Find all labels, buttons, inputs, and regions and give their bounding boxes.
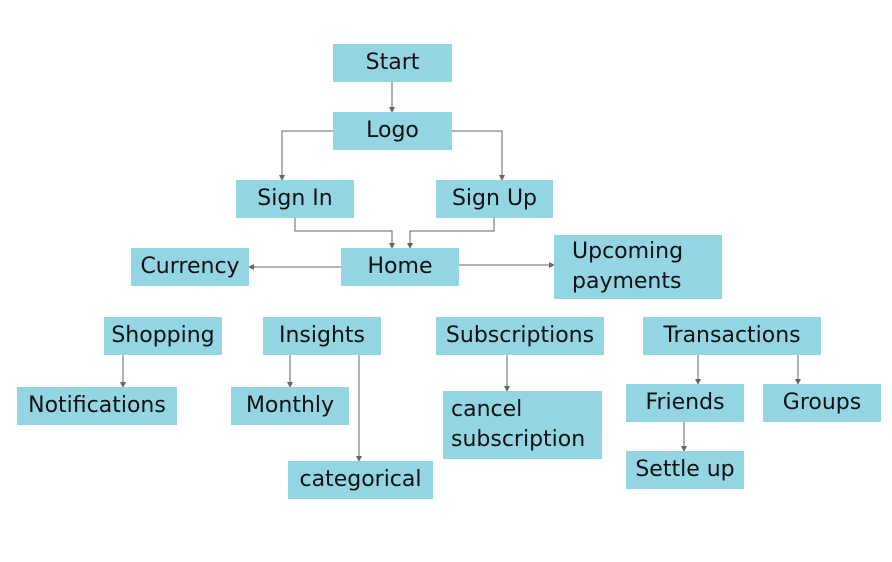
node-home: Home — [341, 248, 459, 286]
node-monthly: Monthly — [231, 387, 349, 425]
edge-logo-to-signup — [452, 130, 505, 181]
node-friends: Friends — [626, 384, 744, 422]
node-cancel-subscription: cancel subscription — [443, 391, 602, 459]
node-sign-up: Sign Up — [436, 180, 553, 218]
edge-signup-to-home — [407, 218, 495, 249]
node-logo: Logo — [333, 112, 452, 150]
edge-signin-to-home — [294, 218, 395, 249]
node-subscriptions: Subscriptions — [436, 317, 604, 355]
node-insights: Insights — [263, 317, 381, 355]
cancel-line2: subscription — [451, 427, 586, 452]
upcoming-line2: payments — [572, 269, 682, 294]
node-notifications: Notifications — [17, 387, 177, 425]
node-start: Start — [333, 44, 452, 82]
node-currency: Currency — [131, 248, 249, 286]
node-groups: Groups — [763, 384, 881, 422]
edge-logo-to-signin — [279, 130, 333, 181]
cancel-line1: cancel — [451, 397, 523, 422]
node-settle-up: Settle up — [626, 451, 744, 489]
node-upcoming-payments: Upcoming payments — [554, 235, 722, 299]
node-transactions: Transactions — [643, 317, 821, 355]
upcoming-line1: Upcoming — [572, 239, 684, 264]
node-sign-in: Sign In — [236, 180, 354, 218]
node-categorical: categorical — [288, 461, 433, 499]
node-shopping: Shopping — [104, 317, 222, 355]
